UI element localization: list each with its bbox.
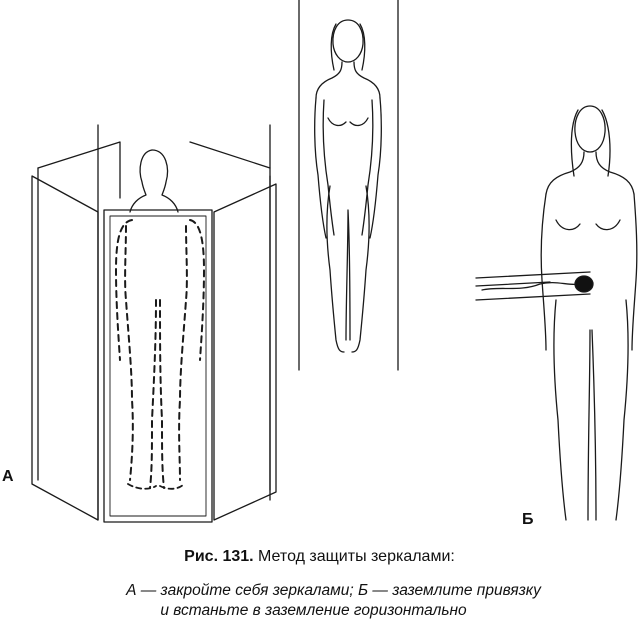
mirror-booth-figure [31,125,277,522]
grounding-figure [476,106,637,520]
illustration [31,0,639,540]
label-a: А [2,468,14,485]
mirror-column-figure [299,0,398,370]
label-b: Б [522,511,534,528]
caption-line-2: и встаньте в заземление горизонтально [160,602,467,619]
figure-number: Рис. 131. [184,548,254,565]
caption-line-1: А — закройте себя зеркалами; Б — заземли… [126,582,541,599]
figure-caption-title: Рис. 131. Метод защиты зеркалами: [0,548,639,566]
figure-title: Метод защиты зеркалами: [258,548,455,565]
